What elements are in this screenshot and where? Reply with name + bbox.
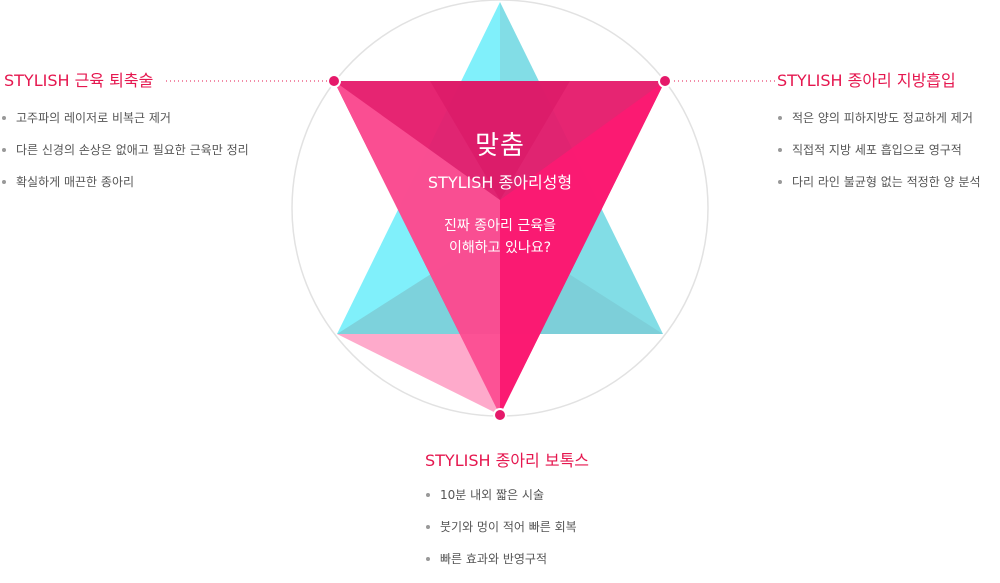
list-item: 다른 신경의 손상은 없애고 필요한 근육만 정리 [0, 142, 249, 158]
center-question-line1: 진짜 종아리 근육을 [444, 218, 556, 234]
bullet-icon [426, 557, 430, 561]
bullet-icon [2, 116, 6, 120]
list-item: 붓기와 멍이 적어 빠른 회복 [424, 519, 577, 535]
center-question-line2: 이해하고 있나요? [448, 240, 552, 256]
list-item: 빠른 효과와 반영구적 [424, 551, 577, 567]
list-item: 적은 양의 피하지방도 정교하게 제거 [776, 110, 981, 126]
left-block-list: 고주파의 레이저로 비복근 제거 다른 신경의 손상은 없애고 필요한 근육만 … [0, 110, 249, 206]
bullet-icon [778, 148, 782, 152]
bullet-icon [426, 525, 430, 529]
bottom-block-list: 10분 내외 짧은 시술 붓기와 멍이 적어 빠른 회복 빠른 효과와 반영구적 [424, 487, 577, 583]
bottom-block-title: STYLISH 종아리 보톡스 [425, 451, 590, 470]
right-block-title: STYLISH 종아리 지방흡입 [777, 71, 956, 90]
pink-triangle [334, 81, 665, 415]
list-item: 고주파의 레이저로 비복근 제거 [0, 110, 249, 126]
marker-dot-left [327, 74, 341, 88]
marker-dot-right [658, 74, 672, 88]
left-block-title: STYLISH 근육 퇴축술 [4, 71, 154, 90]
list-item: 10분 내외 짧은 시술 [424, 487, 577, 503]
bullet-icon [2, 180, 6, 184]
bullet-icon [2, 148, 6, 152]
center-subtitle: STYLISH 종아리성형 [427, 173, 573, 192]
list-item: 직접적 지방 세포 흡입으로 영구적 [776, 142, 981, 158]
star-diagram [166, 0, 775, 422]
bullet-icon [778, 116, 782, 120]
list-item: 확실하게 매끈한 종아리 [0, 174, 249, 190]
bullet-icon [426, 493, 430, 497]
marker-dot-bottom [493, 408, 507, 422]
bullet-icon [778, 180, 782, 184]
center-title: 맞춤 [475, 131, 525, 161]
right-block-list: 적은 양의 피하지방도 정교하게 제거 직접적 지방 세포 흡입으로 영구적 다… [776, 110, 981, 206]
list-item: 다리 라인 불균형 없는 적정한 양 분석 [776, 174, 981, 190]
